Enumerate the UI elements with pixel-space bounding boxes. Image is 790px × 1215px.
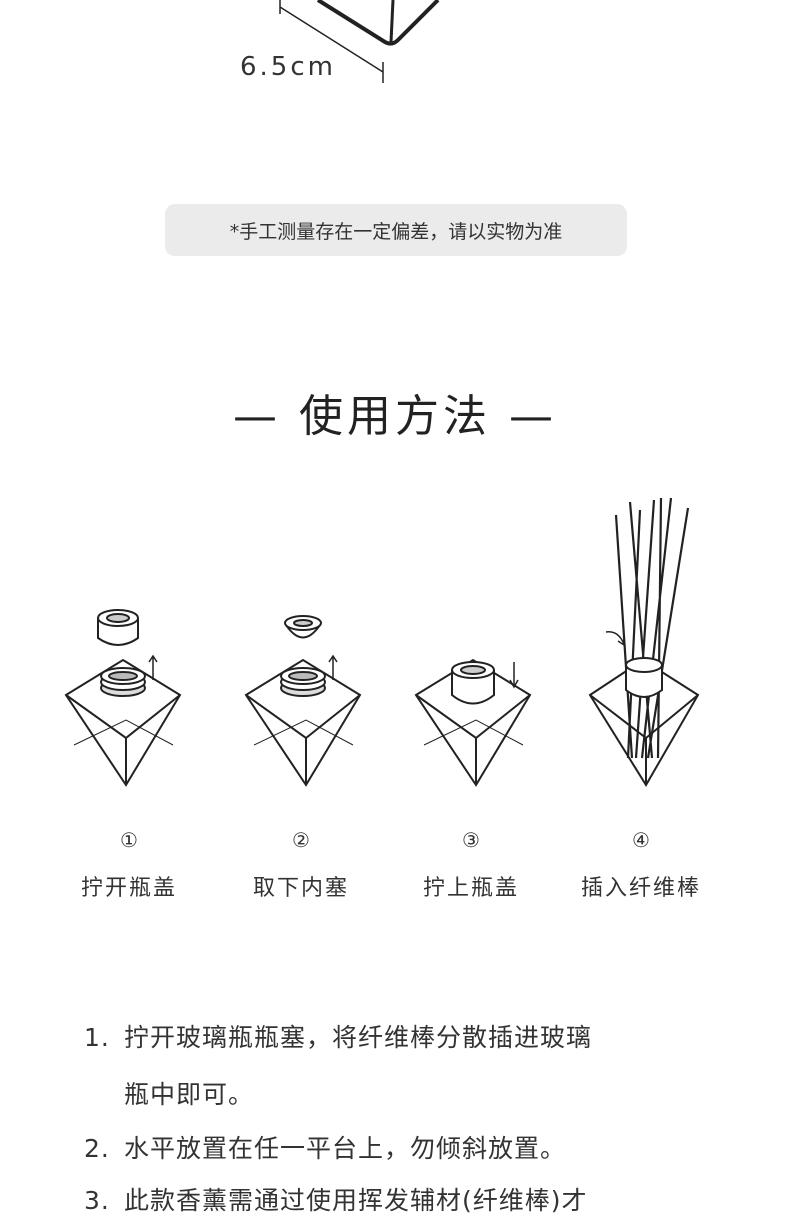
instruction-text: 拧开玻璃瓶瓶塞，将纤维棒分散插进玻璃: [124, 1023, 593, 1052]
step-1-number: ①: [120, 828, 138, 852]
step-1-illustration: [38, 490, 208, 800]
instruction-2: 2. 水平放置在任一平台上，勿倾斜放置。: [84, 1136, 566, 1161]
instruction-1: 1. 拧开玻璃瓶瓶塞，将纤维棒分散插进玻璃: [84, 1025, 592, 1050]
step-4-label: 插入纤维棒: [580, 876, 701, 901]
instruction-text: 瓶中即可。: [124, 1080, 255, 1109]
step-2-number: ②: [292, 828, 310, 852]
instruction-number: 3.: [84, 1186, 110, 1215]
step-1-label: 拧开瓶盖: [80, 876, 177, 901]
instruction-text: 此款香薰需通过使用挥发辅材(纤维棒)才: [124, 1186, 588, 1215]
dimension-label: 6.5cm: [240, 52, 336, 82]
instruction-text: 水平放置在任一平台上，勿倾斜放置。: [124, 1134, 567, 1163]
section-title: — 使用方法 —: [233, 391, 557, 442]
measurement-note: *手工测量存在一定偏差，请以实物为准: [165, 204, 627, 256]
bottle-dimension-illustration: [279, 0, 440, 83]
instruction-3: 3. 此款香薰需通过使用挥发辅材(纤维棒)才: [84, 1188, 588, 1213]
step-3-illustration: [388, 490, 558, 800]
step-2-label: 取下内塞: [252, 876, 349, 901]
instruction-1-continued: 瓶中即可。: [84, 1082, 254, 1107]
step-3-label: 拧上瓶盖: [422, 876, 519, 901]
step-4-number: ④: [632, 828, 650, 852]
step-2-illustration: [218, 490, 388, 800]
instruction-number: 1.: [84, 1023, 110, 1052]
instruction-number: 2.: [84, 1134, 110, 1163]
step-3-number: ③: [462, 828, 480, 852]
step-4-illustration: [558, 490, 728, 800]
